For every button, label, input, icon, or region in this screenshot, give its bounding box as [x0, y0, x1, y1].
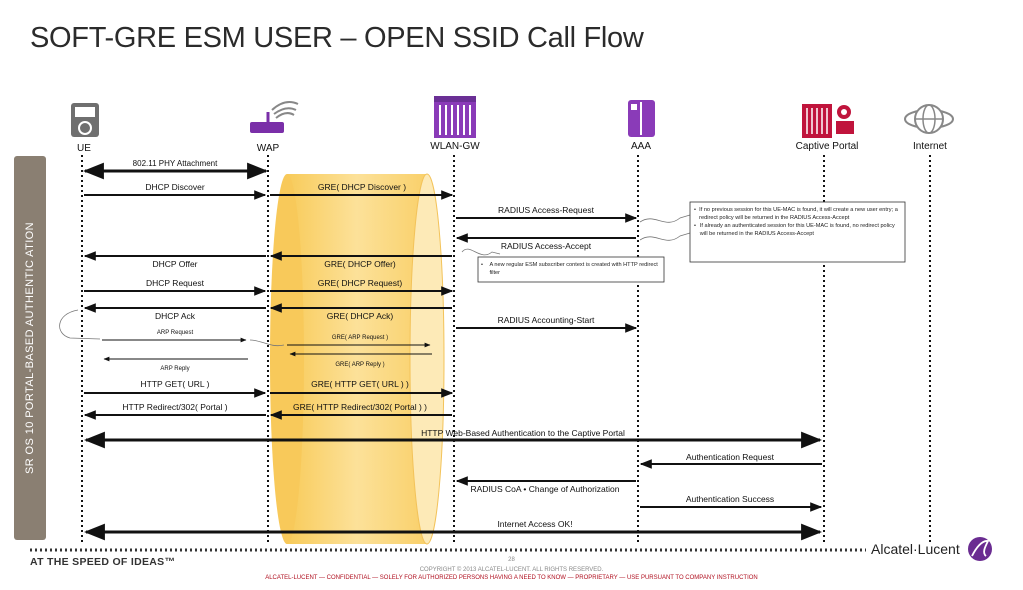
- note-connector-2: [461, 248, 501, 256]
- msg-label-gre-http-redirect: GRE( HTTP Redirect/302( Portal ) ): [293, 402, 427, 412]
- entity-label-internet: Internet: [913, 141, 947, 152]
- msg-label-authentication-success: Authentication Success: [686, 494, 774, 504]
- msg-label-gre-arp-reply: GRE( ARP Reply ): [335, 362, 384, 368]
- msg-label-gre-dhcp-request: GRE( DHCP Request): [318, 278, 403, 288]
- entity-label-ue: UE: [77, 143, 91, 154]
- globe-icon: [904, 104, 954, 134]
- footer-brand: Alcatel·Lucent: [871, 541, 960, 557]
- note-1-text: •If no previous session for this UE-MAC …: [694, 206, 900, 238]
- server-icon: [628, 100, 655, 137]
- msg-label-authentication-request: Authentication Request: [686, 452, 775, 462]
- msg-label-dhcp-discover: DHCP Discover: [145, 182, 205, 192]
- msg-label-gre-arp-request: GRE( ARP Request ): [332, 335, 388, 341]
- note-1-bullet-1-text: If no previous session for this UE-MAC i…: [699, 207, 898, 221]
- msg-label-dhcp-ack: DHCP Ack: [155, 311, 196, 321]
- note-box-1: [689, 201, 906, 263]
- alcatel-lucent-logo-icon: [968, 537, 992, 561]
- note-1-bullet-1: •If no previous session for this UE-MAC …: [694, 206, 900, 222]
- note-connector-1: [639, 214, 691, 241]
- wireless-ap-icon: [250, 101, 299, 133]
- dhcp-ack-loop: [59, 309, 285, 347]
- msg-label-radius-access-request: RADIUS Access-Request: [498, 205, 595, 215]
- entity-label-aaa: AAA: [631, 141, 651, 152]
- msg-label-http-redirect: HTTP Redirect/302( Portal ): [122, 402, 227, 412]
- entity-label-wlan-gw: WLAN-GW: [430, 141, 480, 152]
- note-1-bullet-2-text: If already an authenticated session for …: [699, 223, 895, 237]
- msg-label-radius-access-accept: RADIUS Access-Accept: [501, 241, 592, 251]
- msg-label-arp-request: ARP Request: [157, 330, 194, 336]
- footer-confidential: ALCATEL-LUCENT — CONFIDENTIAL — SOLELY F…: [265, 575, 758, 581]
- gateway-rack-icon: [434, 96, 476, 138]
- note-1-bullet-2: •If already an authenticated session for…: [694, 222, 900, 238]
- entity-label-captive-portal: Captive Portal: [796, 141, 859, 152]
- page-title: SOFT-GRE ESM USER – OPEN SSID Call Flow: [30, 22, 644, 54]
- msg-label-radius-coa: RADIUS CoA • Change of Authorization: [471, 484, 620, 494]
- msg-label-gre-http-get: GRE( HTTP GET( URL ) ): [311, 379, 409, 389]
- msg-label-gre-dhcp-discover: GRE( DHCP Discover ): [318, 182, 406, 192]
- msg-label-phy-attachment: 802.11 PHY Attachment: [133, 159, 218, 168]
- msg-label-dhcp-offer: DHCP Offer: [152, 259, 197, 269]
- handset-icon: [71, 103, 99, 137]
- msg-label-dhcp-request: DHCP Request: [146, 278, 205, 288]
- note-box-2: [477, 256, 665, 283]
- msg-label-http-get: HTTP GET( URL ): [141, 379, 210, 389]
- entity-label-wap: WAP: [257, 143, 280, 154]
- footer-copyright: COPYRIGHT © 2013 ALCATEL-LUCENT. ALL RIG…: [419, 567, 604, 573]
- msg-label-gre-dhcp-offer: GRE( DHCP Offer): [324, 259, 396, 269]
- msg-label-radius-accounting-start: RADIUS Accounting-Start: [498, 315, 595, 325]
- section-sidebar: [14, 156, 46, 540]
- footer-page-number: 28: [508, 557, 515, 563]
- msg-label-internet-access: Internet Access OK!: [497, 519, 572, 529]
- note-2-bullet-1-text: A new regular ESM subscriber context is …: [489, 262, 658, 276]
- msg-label-arp-reply: ARP Reply: [160, 366, 189, 372]
- footer-tagline: AT THE SPEED OF IDEAS™: [30, 556, 176, 568]
- msg-label-web-auth: HTTP Web-Based Authentication to the Cap…: [421, 428, 625, 438]
- portal-server-icon: [802, 104, 854, 138]
- gre-tunnel: [270, 173, 445, 545]
- msg-label-gre-dhcp-ack: GRE( DHCP Ack): [327, 311, 394, 321]
- note-2-bullet-1: •A new regular ESM subscriber context is…: [481, 262, 658, 276]
- note-2-text: •A new regular ESM subscriber context is…: [481, 261, 659, 277]
